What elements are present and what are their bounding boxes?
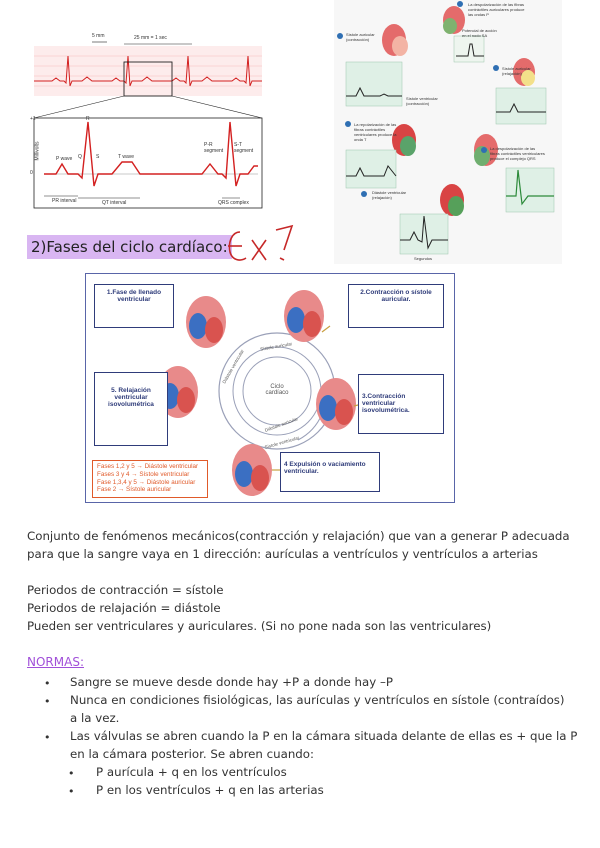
norma-item-continuation: en la cámara posterior. Se abren cuando: [70,745,314,763]
conduction-caption-7: Diástole ventricular (relajación) [372,190,412,200]
legend-item: Fases 1,2 y 5 → Diástole ventricular [97,463,203,471]
legend-item: Fase 1,3,4 y 5 → Diástole auricular [97,479,203,487]
ecg-pr-segment: P-R segment [204,142,230,154]
norma-item-continuation: a la vez. [70,709,119,727]
ecg-y-zero: 0 [30,170,33,176]
ecg-scale-label: 5 mm [92,33,105,39]
ecg-p-label: P wave [56,156,72,162]
ecg-y-top: +1 [30,116,36,122]
phase-5-box: 5. Relajación ventricular isovolumétrica [94,372,168,446]
paragraph-line: Periodos de contracción = sístole [27,581,224,599]
conduction-caption-3: Sístole auricular (contracción) [346,32,386,42]
ecg-figure: 5 mm 25 mm = 1 sec Millivolts +1 0 R P w… [32,36,264,212]
cardiac-cycle-figure: 1.Fase de llenado ventricular 2.Contracc… [85,273,455,503]
conduction-caption-5: La repolarización de las fibras contráct… [354,122,398,142]
paragraph-line: Conjunto de fenómenos mecánicos(contracc… [27,527,570,545]
norma-item: Nunca en condiciones fisiológicas, las a… [70,691,565,709]
phase-2-box: 2.Contracción o sístole auricular. [348,284,444,328]
ecg-t-label: T wave [118,154,134,160]
bullet-dot: • [44,731,51,744]
paragraph-line: Pueden ser ventriculares y auriculares. … [27,617,491,635]
conduction-caption-1: La despolarización de las fibras contrác… [468,2,528,17]
phase-4-box: 4 Expulsión o vaciamiento ventricular. [280,452,380,492]
phase-3-box: 3.Contracción ventricular isovolumétrica… [358,374,444,434]
conduction-axis-label: Segundos [414,256,432,261]
sub-item: P aurícula + q en los ventrículos [96,763,287,781]
section-heading: 2)Fases del ciclo cardíaco: [27,235,232,259]
cycle-center-label: Ciclo cardíaco [260,384,294,396]
legend-item: Fase 2 → Sístole auricular [97,486,203,494]
normas-title: NORMAS: [27,655,84,669]
bullet-dot: • [44,695,51,708]
ecg-s-label: S [96,154,99,160]
bullet-dot: • [44,677,51,690]
norma-item: Las válvulas se abren cuando la P en la … [70,727,577,745]
legend-item: Fases 3 y 4 → Sístole ventricular [97,471,203,479]
ecg-qrs-complex: QRS complex [218,200,249,206]
paragraph-line: para que la sangre vaya en 1 dirección: … [27,545,538,563]
phase-legend: Fases 1,2 y 5 → Diástole ventricular Fas… [92,460,208,498]
sub-bullet-dot: • [68,767,75,780]
conduction-caption-2: Potencial de acción en el nodo SA [462,28,502,38]
conduction-caption-4: Sístole auricular (relajación) [502,66,542,76]
ecg-st-segment: S-T segment [234,142,260,154]
ecg-speed-label: 25 mm = 1 sec [134,35,167,41]
ecg-q-label: Q [78,154,82,160]
norma-item: Sangre se mueve desde donde hay +P a don… [70,673,393,691]
conduction-caption-8: Sístole ventricular (contracción) [406,96,446,106]
ecg-qt-interval: QT interval [102,200,126,206]
ecg-pr-interval: PR interval [52,198,76,204]
sub-bullet-dot: • [68,785,75,798]
conduction-figure: La despolarización de las fibras contrác… [334,0,562,264]
phase-1-box: 1.Fase de llenado ventricular [94,284,174,328]
handwritten-ex-note [222,220,302,266]
paragraph-line: Periodos de relajación = diástole [27,599,221,617]
ecg-y-axis-label: Millivolts [34,142,40,161]
ecg-diagram [32,36,264,212]
ecg-r-label: R [86,116,90,122]
sub-item: P en los ventrículos + q en las arterias [96,781,324,799]
conduction-caption-6: La despolarización de las fibras contrác… [490,146,546,161]
